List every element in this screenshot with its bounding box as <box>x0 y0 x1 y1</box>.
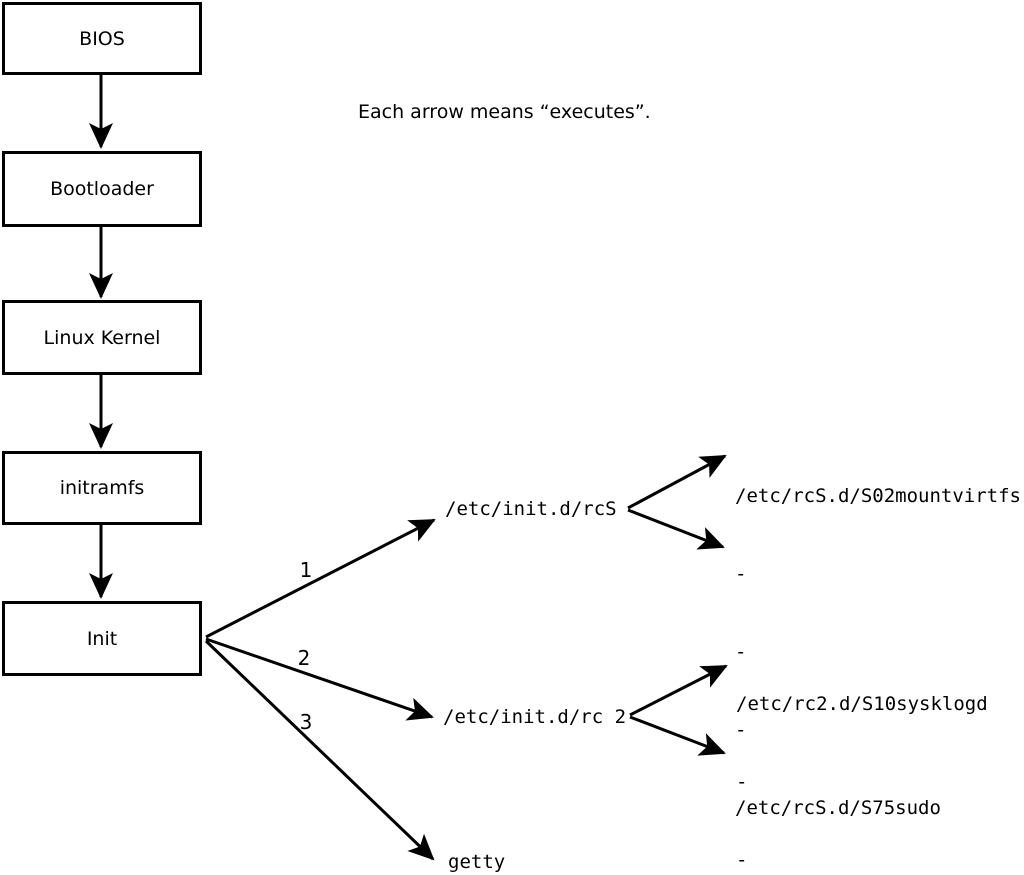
node-init: Init <box>2 601 202 676</box>
target-getty: getty <box>448 851 506 873</box>
branch-number-2: 2 <box>297 646 311 670</box>
target-etc-init-d-rcs: /etc/init.d/rcS <box>445 498 617 520</box>
arrow-init-to-rc2 <box>205 637 434 721</box>
rc2-children-list: /etc/rc2.d/S10sysklogd - - - /etc/rc2.d/… <box>736 639 988 875</box>
target-etc-init-d-rc2: /etc/init.d/rc 2 <box>443 706 627 728</box>
node-initramfs-label: initramfs <box>59 477 145 499</box>
node-bootloader-label: Bootloader <box>50 178 154 200</box>
rcs-children-list: /etc/rcS.d/S02mountvirtfs - - - /etc/rcS… <box>735 431 1021 873</box>
node-bootloader: Bootloader <box>2 151 202 227</box>
rc2-child-s10sysklogd: /etc/rc2.d/S10sysklogd <box>736 693 988 715</box>
node-bios-label: BIOS <box>79 27 125 50</box>
rcs-child-ellipsis-1: - <box>735 563 747 585</box>
rcs-child-s02mountvirtfs: /etc/rcS.d/S02mountvirtfs <box>735 485 1021 507</box>
node-initramfs: initramfs <box>2 451 202 525</box>
node-linux-kernel: Linux Kernel <box>2 300 202 375</box>
arrow-rcs-to-s02mountvirtfs <box>627 454 727 510</box>
arrow-rcs-to-s75sudo <box>627 508 725 550</box>
rcs-child-s75sudo: /etc/rcS.d/S75sudo <box>735 797 941 819</box>
arrow-init-to-getty <box>204 639 435 861</box>
rc2-child-ellipsis-1: - <box>736 771 748 793</box>
branch-number-1: 1 <box>299 558 313 582</box>
rc2-child-ellipsis-2: - <box>736 849 748 871</box>
branch-number-3: 3 <box>299 710 313 734</box>
note-arrow-meaning: Each arrow means “executes”. <box>358 101 651 123</box>
node-bios: BIOS <box>2 2 202 75</box>
node-init-label: Init <box>86 627 118 650</box>
arrow-rc2-to-s99gdm <box>629 715 726 756</box>
rcs-child-ellipsis-2: - <box>735 641 747 663</box>
rcs-child-ellipsis-3: - <box>735 719 747 741</box>
node-linux-kernel-label: Linux Kernel <box>43 326 161 349</box>
arrow-rc2-to-s10sysklogd <box>629 664 728 717</box>
arrow-init-to-rcs <box>205 518 436 639</box>
